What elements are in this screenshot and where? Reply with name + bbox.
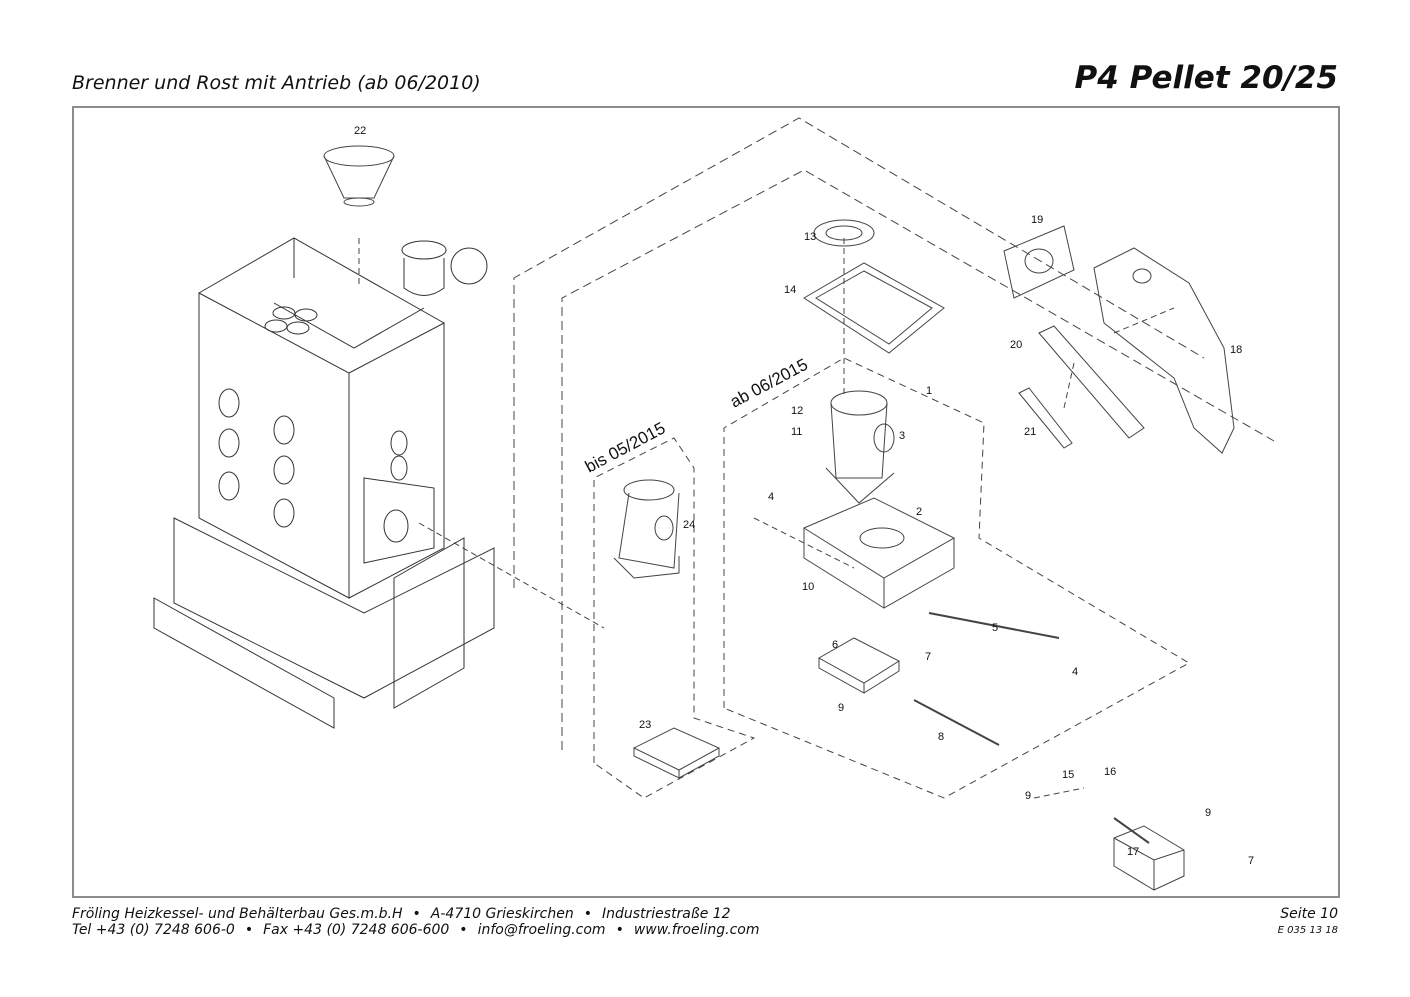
part-13-ring: [813, 219, 875, 247]
page-number: Seite 10: [1280, 906, 1338, 922]
part-label: 21: [1024, 426, 1036, 438]
part-label: 11: [791, 426, 802, 438]
part-label: 7: [925, 651, 931, 663]
document-code: E 035 13 18: [1277, 925, 1338, 936]
part-19-plate: [1003, 225, 1075, 299]
part-6-grate: [817, 637, 901, 694]
version-bis-outline: [593, 437, 756, 799]
part-label: 7: [1248, 855, 1254, 867]
footer-tel: Tel +43 (0) 7248 606-0: [72, 922, 235, 938]
part-label: 3: [899, 430, 905, 442]
part-label: 15: [1062, 769, 1074, 781]
boiler-housing: [153, 237, 495, 729]
part-label: 2: [916, 506, 922, 518]
version-ab-outline: [723, 357, 1191, 799]
outer-group-outline: [513, 117, 1205, 588]
part-label: 17: [1127, 846, 1139, 858]
part-23-grate: [632, 727, 721, 779]
part-8-rod: [913, 699, 1000, 746]
part-label: 18: [1230, 344, 1242, 356]
part-label: 10: [802, 581, 814, 593]
diagram-canvas: bis 05/2015 ab 06/2015 22 13 14 19 20 18…: [153, 117, 1275, 891]
part-label: 6: [832, 639, 838, 651]
part-2-frame: [802, 497, 956, 609]
footer-email: info@froeling.com: [477, 922, 606, 938]
footer-street: Industriestraße 12: [601, 906, 731, 922]
part-label: 9: [838, 702, 844, 714]
part-17-motor: [1113, 817, 1185, 891]
exploded-view-diagram: bis 05/2015 ab 06/2015 22 13 14 19 20 18…: [72, 106, 1340, 898]
part-label: 12: [791, 405, 803, 417]
page-subtitle: Brenner und Rost mit Antrieb (ab 06/2010…: [72, 72, 481, 94]
part-22-funnel: [323, 145, 395, 207]
version-label-ab: ab 06/2015: [727, 355, 811, 412]
middle-group-outline: [561, 169, 1275, 750]
part-label: 24: [683, 519, 695, 531]
part-label: 14: [784, 284, 796, 296]
part-label: 5: [992, 622, 998, 634]
part-label: 4: [1072, 666, 1078, 678]
part-label: 4: [768, 491, 774, 503]
part-label: 19: [1031, 214, 1043, 226]
part-label: 23: [639, 719, 651, 731]
part-label: 20: [1010, 339, 1022, 351]
footer-company: Fröling Heizkessel- und Behälterbau Ges.…: [72, 906, 403, 922]
part-5-rod: [928, 612, 1060, 639]
part-label: 9: [1025, 790, 1031, 802]
page-title: P4 Pellet 20/25: [1074, 60, 1339, 96]
footer-contact-line: Tel +43 (0) 7248 606-0•Fax +43 (0) 7248 …: [72, 922, 760, 938]
part-14-gasket: [803, 262, 945, 354]
part-label: 13: [804, 231, 816, 243]
part-20-plank: [1038, 325, 1145, 439]
part-label: 8: [938, 731, 944, 743]
footer-web: www.froeling.com: [633, 922, 760, 938]
part-21-plank: [1018, 387, 1073, 449]
footer-city: A-4710 Grieskirchen: [430, 906, 574, 922]
part-label: 16: [1104, 766, 1116, 778]
footer-address-line: Fröling Heizkessel- und Behälterbau Ges.…: [72, 906, 731, 922]
part-label: 9: [1205, 807, 1211, 819]
part-label: 22: [354, 125, 366, 137]
part-24-burner-pot: [613, 479, 680, 579]
footer-fax: Fax +43 (0) 7248 606-600: [263, 922, 450, 938]
part-label: 1: [926, 385, 932, 397]
part-3-burner-pot: [825, 390, 895, 504]
part-18-bracket: [1093, 247, 1235, 454]
